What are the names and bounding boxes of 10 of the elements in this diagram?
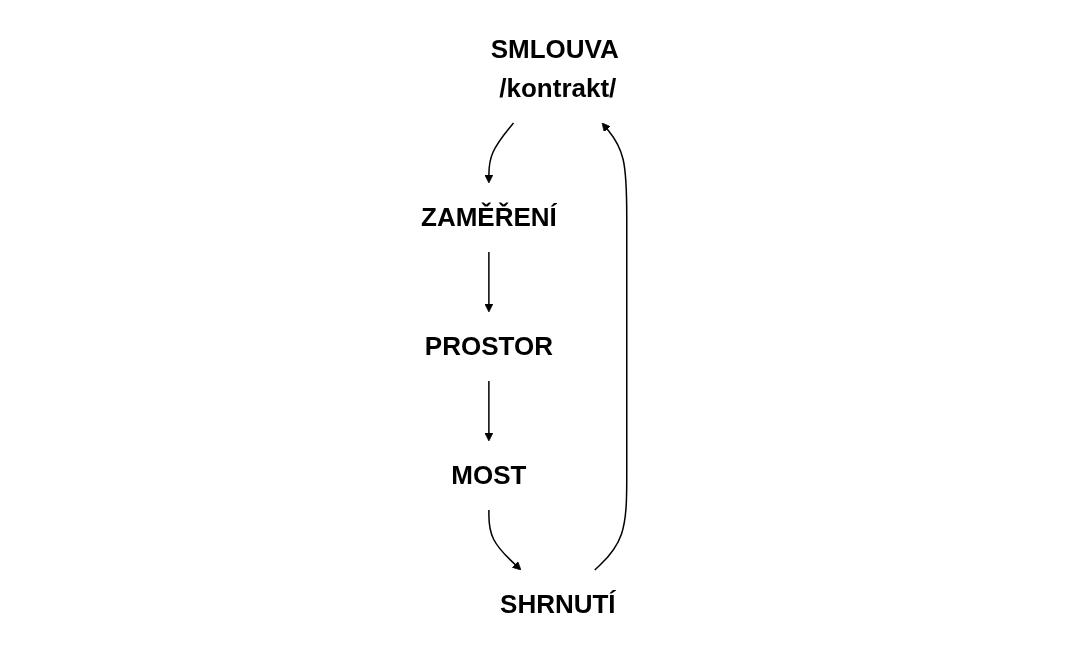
arrow [593, 122, 628, 571]
node-text: SHRNUTÍ [499, 588, 616, 619]
node-text: SMLOUVA /kontrakt/ [490, 33, 618, 103]
arrow [484, 250, 493, 312]
arrow [484, 379, 493, 441]
node-text: PROSTOR [424, 330, 553, 361]
node-text: ZAMĚŘENÍ [420, 201, 557, 232]
arrow [484, 121, 514, 183]
node-text: MOST [450, 459, 527, 490]
arrow [487, 508, 521, 570]
